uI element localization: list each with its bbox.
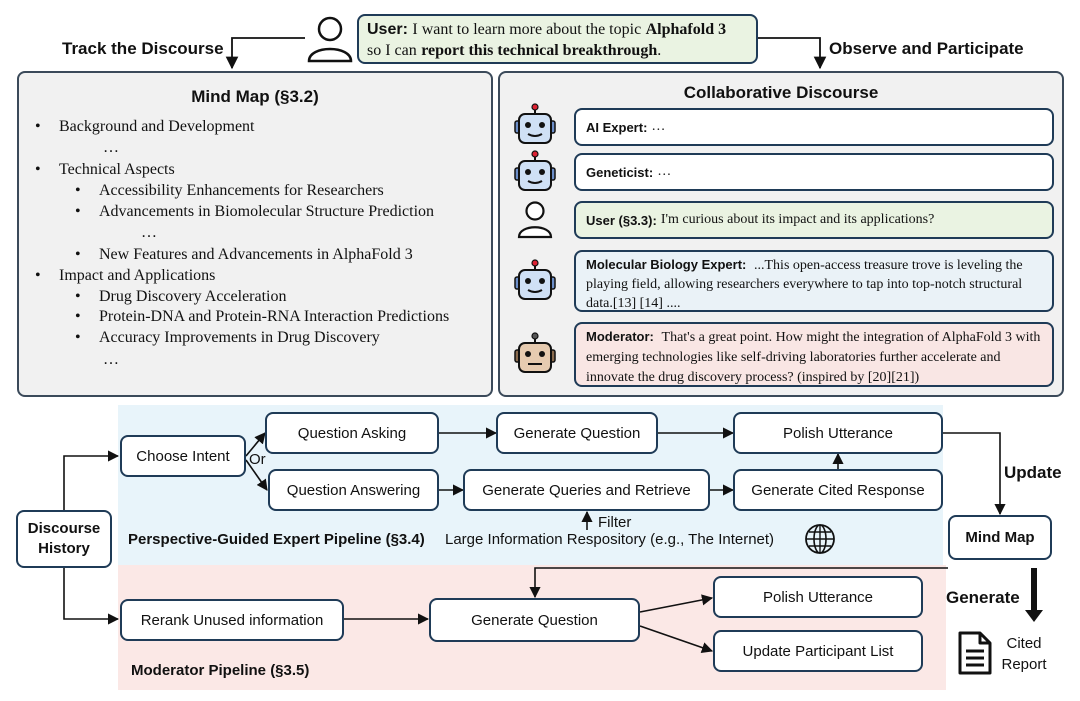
robot-icon: [514, 259, 556, 300]
user-prompt-topic: Alphafold 3: [645, 21, 727, 38]
chat-ai-expert: AI Expert: …: [574, 108, 1054, 146]
chat-speaker: Molecular Biology Expert:: [586, 257, 747, 272]
discourse-history-node: Discourse History: [16, 510, 112, 568]
mind-map-item: Accessibility Enhancements for Researche…: [75, 182, 384, 200]
mind-map-item: Technical Aspects: [35, 161, 175, 179]
mind-map-item: Drug Discovery Acceleration: [75, 288, 287, 306]
robot-icon: [514, 150, 556, 191]
mind-map-ellipsis: …: [103, 351, 119, 368]
chat-geneticist: Geneticist: …: [574, 153, 1054, 191]
chat-moderator: Moderator: That's a great point. How mig…: [574, 322, 1054, 387]
chat-text: I'm curious about its impact and its app…: [660, 212, 935, 227]
choose-intent-node: Choose Intent: [120, 435, 246, 477]
mind-map-item: Background and Development: [35, 118, 254, 136]
chat-speaker: User (§3.3):: [586, 212, 657, 228]
robot-icon: [514, 103, 556, 144]
or-label: Or: [249, 451, 266, 468]
expert-pipeline-label: Perspective-Guided Expert Pipeline (§3.4…: [128, 531, 425, 548]
chat-text: ...This open-access treasure trove is le…: [586, 258, 1023, 311]
repository-label: Large Information Respository (e.g., The…: [445, 531, 775, 548]
discourse-panel: Collaborative Discourse AI Expert: … Gen…: [498, 71, 1064, 397]
user-prompt-end: .: [657, 42, 662, 59]
moderator-pipeline-label: Moderator Pipeline (§3.5): [131, 662, 310, 679]
mind-map-item: Impact and Applications: [35, 267, 215, 285]
chat-speaker: AI Expert:: [586, 119, 648, 135]
user-prompt-bubble: User: I want to learn more about the top…: [357, 14, 758, 64]
user-icon: [517, 201, 553, 239]
mind-map-panel: Mind Map (§3.2) Background and Developme…: [17, 71, 493, 397]
user-icon: [307, 16, 353, 63]
generate-cited-response-node: Generate Cited Response: [733, 469, 943, 511]
user-prompt-goal: report this technical breakthrough: [421, 42, 658, 59]
chat-speaker: Moderator:: [586, 329, 654, 344]
generate-label: Generate: [946, 588, 1020, 607]
generate-question-node: Generate Question: [496, 412, 658, 454]
chat-text: That's a great point. How might the inte…: [586, 330, 1041, 385]
generate-queries-node: Generate Queries and Retrieve: [463, 469, 710, 511]
mind-map-item: New Features and Advancements in AlphaFo…: [75, 246, 413, 264]
mind-map-item: Accuracy Improvements in Drug Discovery: [75, 329, 380, 347]
globe-icon: [805, 524, 835, 554]
user-prompt-mid: so I can: [367, 42, 417, 59]
cited-report-label: Cited Report: [1001, 635, 1047, 673]
polish-utterance-node: Polish Utterance: [733, 412, 943, 454]
chat-text: …: [651, 119, 666, 134]
mind-map-title: Mind Map (§3.2): [191, 87, 319, 106]
chat-speaker: Geneticist:: [586, 164, 654, 180]
mind-map-item: Protein-DNA and Protein-RNA Interaction …: [75, 308, 449, 326]
question-answering-node: Question Answering: [268, 469, 439, 511]
document-icon: [958, 631, 992, 675]
chat-user: User (§3.3): I'm curious about its impac…: [574, 201, 1054, 239]
moderator-polish-utterance-node: Polish Utterance: [713, 576, 923, 618]
chat-text: …: [657, 164, 672, 179]
question-asking-node: Question Asking: [265, 412, 439, 454]
rerank-node: Rerank Unused information: [120, 599, 344, 641]
mind-map-item: Advancements in Biomolecular Structure P…: [75, 203, 434, 221]
discourse-title: Collaborative Discourse: [683, 83, 879, 102]
mind-map-node: Mind Map: [948, 515, 1052, 560]
update-label: Update: [1004, 463, 1062, 482]
robot-icon: [514, 332, 556, 373]
user-speaker: User:: [367, 21, 408, 38]
moderator-generate-question-node: Generate Question: [429, 598, 640, 642]
mind-map-ellipsis: …: [141, 224, 157, 241]
update-participant-list-node: Update Participant List: [713, 630, 923, 672]
user-prompt-pre: I want to learn more about the topic: [412, 21, 642, 38]
chat-molecular-biology-expert: Molecular Biology Expert: ...This open-a…: [574, 250, 1054, 312]
observe-participate-label: Observe and Participate: [829, 39, 1024, 58]
filter-label: Filter: [598, 514, 632, 531]
track-discourse-label: Track the Discourse: [62, 39, 224, 58]
mind-map-ellipsis: …: [103, 139, 119, 156]
